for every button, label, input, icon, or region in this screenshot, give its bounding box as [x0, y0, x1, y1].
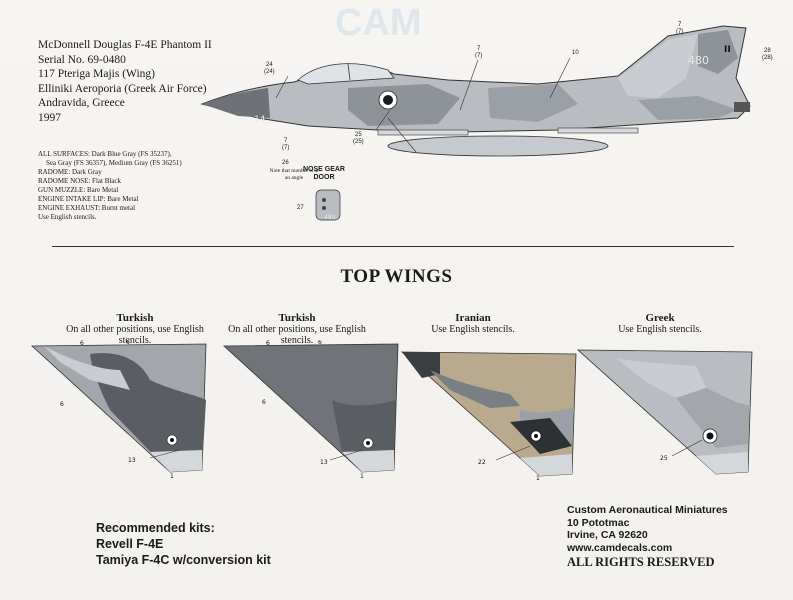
year: 1997 — [38, 111, 61, 124]
aircraft-caption: McDonnell Douglas F-4E Phantom II Serial… — [38, 38, 212, 125]
publisher-address: Custom Aeronautical Miniatures 10 Pototm… — [567, 504, 728, 554]
svg-text:1: 1 — [170, 473, 174, 480]
kit-item: Revell F-4E — [96, 537, 164, 551]
angle-note: Note that number is at an angle — [269, 168, 319, 181]
publisher-name: Custom Aeronautical Miniatures — [567, 504, 728, 516]
wing-turkish-2: 6 6 6 13 1 — [222, 340, 399, 480]
color-line: ENGINE INTAKE LIP: Bare Metal — [38, 195, 139, 203]
air-force: Elliniki Aeroporia (Greek Air Force) — [38, 82, 207, 95]
svg-text:6: 6 — [60, 401, 64, 408]
svg-text:14: 14 — [254, 115, 266, 125]
callout-25: 25(25) — [353, 132, 364, 145]
publisher-city: Irvine, CA 92620 — [567, 529, 648, 541]
color-line: RADOME NOSE: Flat Black — [38, 177, 122, 185]
svg-text:6: 6 — [318, 340, 322, 346]
svg-text:6: 6 — [266, 340, 270, 347]
callout-7-top: 7(7) — [475, 46, 483, 59]
svg-text:1: 1 — [360, 473, 364, 480]
nose-gear-door-label: NOSE GEAR DOOR — [302, 166, 345, 181]
recommended-kits: Recommended kits: Revell F-4E Tamiya F-4… — [96, 520, 271, 568]
wing-greek: 25 — [576, 349, 753, 475]
color-line: ALL SURFACES: Dark Blue Gray (FS 35237), — [38, 150, 172, 158]
color-line: RADOME: Dark Gray — [38, 168, 102, 176]
tail-code: 480 — [688, 54, 709, 67]
callout-7-lower: 7(7) — [282, 138, 290, 151]
wing-label-iranian: Iranian Use English stencils. — [431, 312, 515, 336]
kit-item: Tamiya F-4C w/conversion kit — [96, 553, 271, 567]
color-line: Sea Gray (FS 36357), Medium Gray (FS 362… — [46, 159, 182, 167]
watermark-text: CAM — [335, 2, 422, 44]
base-location: Andravida, Greece — [38, 97, 125, 109]
recommended-kits-heading: Recommended kits: — [96, 521, 215, 535]
svg-text:6: 6 — [126, 340, 130, 346]
nose-gear-door-illustration: 480 — [315, 189, 341, 221]
wing-label-greek: Greek Use English stencils. — [618, 312, 702, 336]
wing-callout: 6 — [80, 340, 84, 347]
callout-10: 10 — [572, 50, 579, 56]
wing-iranian: 22 1 — [400, 351, 577, 482]
wing-unit: 117 Pterigа Majis (Wing) — [38, 68, 155, 80]
wing-label-turkish-2: Turkish On all other positions, use Engl… — [228, 312, 366, 347]
svg-text:13: 13 — [128, 457, 136, 464]
callout-27: 27 — [297, 205, 304, 211]
svg-text:13: 13 — [320, 459, 328, 466]
color-line: GUN MUZZLE: Bare Metal — [38, 186, 119, 194]
svg-text:25: 25 — [660, 455, 668, 462]
svg-text:22: 22 — [478, 459, 486, 466]
callout-28: 28(28) — [762, 48, 773, 61]
svg-text:6: 6 — [262, 399, 266, 406]
publisher-street: 10 Pototmac — [567, 516, 630, 529]
wing-label-turkish-1: Turkish On all other positions, use Engl… — [66, 312, 204, 347]
callout-26: 26 — [282, 160, 289, 166]
publisher-website[interactable]: www.camdecals.com — [567, 541, 673, 554]
serial-number: Serial No. 69-0480 — [38, 53, 126, 66]
top-wings-title: TOP WINGS — [340, 266, 453, 287]
svg-text:1: 1 — [536, 475, 540, 482]
aircraft-type: McDonnell Douglas F-4E Phantom II — [38, 39, 212, 51]
copyright-notice: ALL RIGHTS RESERVED — [567, 555, 715, 569]
section-divider — [52, 246, 734, 247]
callout-24: 24(24) — [264, 62, 275, 75]
color-line: Use English stencils. — [38, 213, 97, 221]
color-line: ENGINE EXHAUST: Burnt metal — [38, 204, 136, 212]
svg-text:480: 480 — [324, 214, 336, 221]
svg-text:II: II — [724, 45, 731, 55]
f4e-side-profile: 480 II 14 — [200, 25, 751, 157]
wing-turkish-1: 6 6 6 13 1 — [30, 340, 207, 480]
callout-7-tail: 7(7) — [676, 22, 684, 35]
color-specification-list: ALL SURFACES: Dark Blue Gray (FS 35237),… — [38, 150, 182, 222]
